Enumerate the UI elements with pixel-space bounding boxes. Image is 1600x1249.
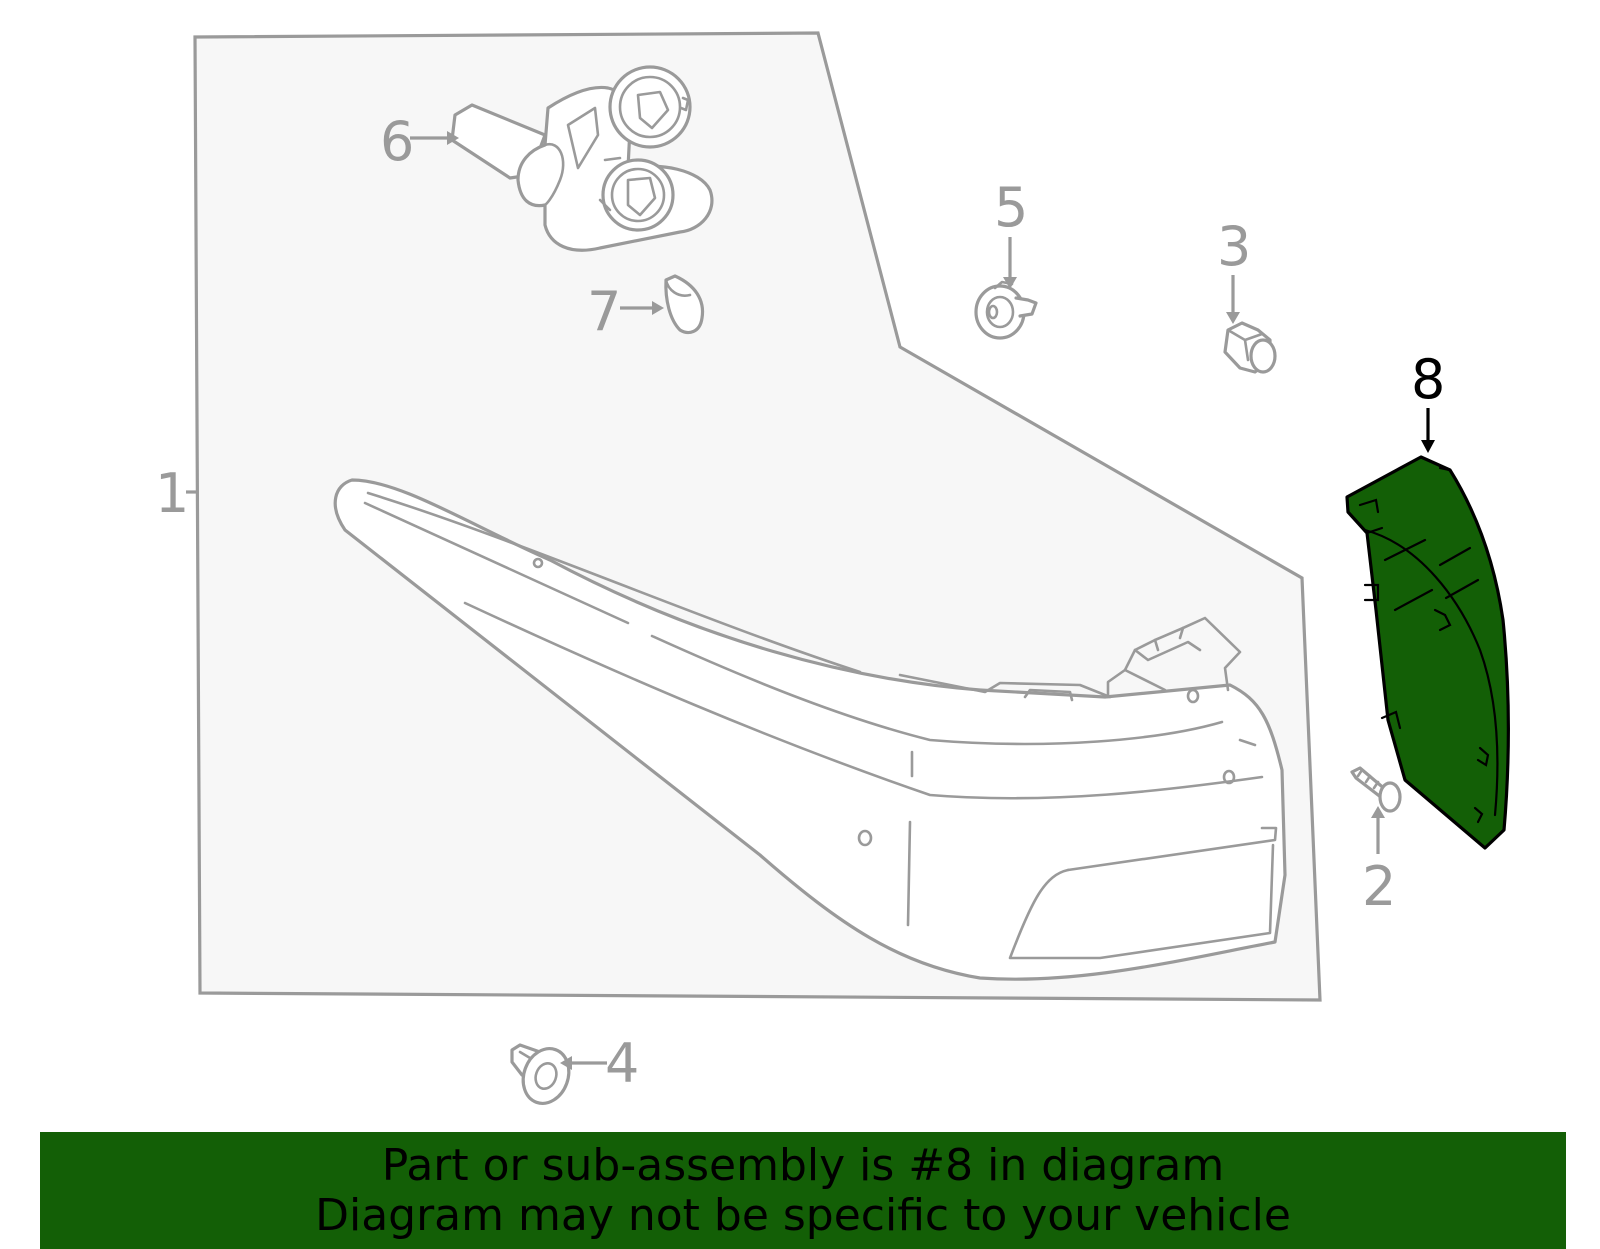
- bulb-socket-harness: [450, 65, 714, 252]
- info-banner: Part or sub-assembly is #8 in diagram Di…: [40, 1132, 1566, 1249]
- bulb: [664, 274, 705, 334]
- banner-line-2: Diagram may not be specific to your vehi…: [315, 1189, 1291, 1241]
- callout-6: 6: [380, 110, 414, 173]
- nut: [974, 280, 1038, 340]
- callout-3: 3: [1217, 215, 1251, 278]
- callout-4: 4: [605, 1032, 639, 1095]
- callout-7: 7: [587, 280, 621, 343]
- clip: [1223, 321, 1277, 374]
- callout-8: 8: [1411, 348, 1445, 411]
- callout-5: 5: [994, 176, 1028, 239]
- callout-1: 1: [155, 462, 189, 525]
- tail-lamp-assembly: [333, 478, 1287, 981]
- screw: [1350, 766, 1402, 813]
- highlighted-part-8: [1345, 455, 1510, 850]
- callout-2: 2: [1362, 855, 1396, 918]
- push-pin: [510, 1043, 571, 1105]
- callout-arrows: [186, 131, 1435, 1070]
- banner-line-1: Part or sub-assembly is #8 in diagram: [381, 1139, 1225, 1191]
